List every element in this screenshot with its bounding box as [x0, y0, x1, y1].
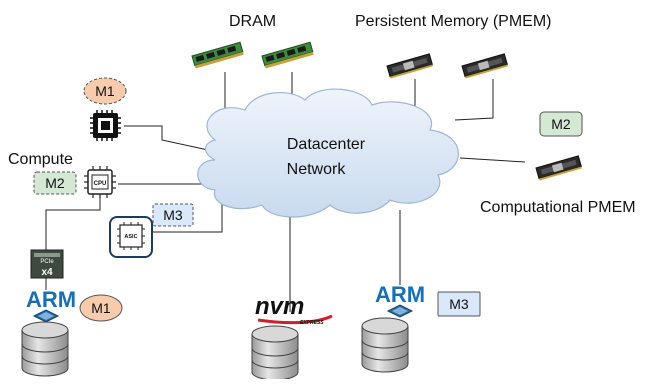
datacenter-network-cloud — [197, 88, 459, 218]
nvm-express-logo: EXPRESS — [300, 320, 324, 326]
compute-label: Compute — [8, 151, 73, 168]
storage-db-nvme — [251, 325, 299, 381]
arm-logo-right: ARM — [375, 282, 426, 307]
m2-pmem-badge-shape — [539, 111, 583, 137]
line-cpu-pcie — [45, 196, 101, 250]
pmem-module-2 — [461, 53, 509, 79]
dram-label: DRAM — [229, 13, 277, 30]
asic-chip-label: ASIC — [124, 234, 137, 240]
pcie-x4-label: x4 — [41, 267, 53, 278]
network-label-line1: Datacenter — [286, 136, 366, 153]
storage-db-left — [21, 321, 69, 377]
nvme-swoosh-icon — [257, 314, 333, 325]
m1-arm-badge-shape — [79, 294, 123, 322]
computational-pmem-module — [535, 155, 583, 181]
m2-compute-badge: M2 — [45, 175, 65, 191]
network-label-line2: Network — [286, 161, 346, 178]
dram-module-2 — [261, 41, 315, 69]
arm-logo-left: ARM — [26, 287, 77, 312]
pmem-module-1 — [386, 53, 434, 79]
m1-top-badge-shape — [83, 77, 127, 105]
m2-pmem-badge: M2 — [551, 116, 571, 132]
m3-asic-badge: M3 — [163, 207, 183, 223]
m3-asic-badge-shape — [152, 203, 194, 227]
line-asic — [152, 192, 223, 233]
pmem-label: Persistent Memory (PMEM) — [355, 13, 552, 30]
storage-db-right — [361, 317, 409, 373]
m1-arm-badge: M1 — [91, 300, 111, 316]
line-pmem-2 — [454, 79, 494, 121]
m3-storage-badge-shape — [437, 291, 481, 317]
m2-compute-badge-shape — [33, 171, 77, 195]
cpu-chip-label: CPU — [94, 181, 107, 187]
line-chip-top — [124, 125, 209, 151]
m1-top-badge: M1 — [95, 83, 115, 99]
connection-lines — [45, 72, 526, 312]
asic-chip-icon: ASIC — [109, 216, 153, 258]
cpu-chip-icon: CPU — [84, 166, 116, 198]
pcie-x4-icon: PCIe x4 — [30, 249, 64, 279]
processor-chip-icon — [90, 110, 121, 141]
m3-storage-badge: M3 — [449, 296, 469, 312]
pcie-label: PCIe — [40, 259, 54, 265]
dram-module-1 — [191, 41, 245, 69]
nvm-logo: nvm — [255, 293, 305, 320]
computational-pmem-label: Computational PMEM — [480, 199, 636, 216]
line-comp-pmem — [459, 157, 526, 163]
